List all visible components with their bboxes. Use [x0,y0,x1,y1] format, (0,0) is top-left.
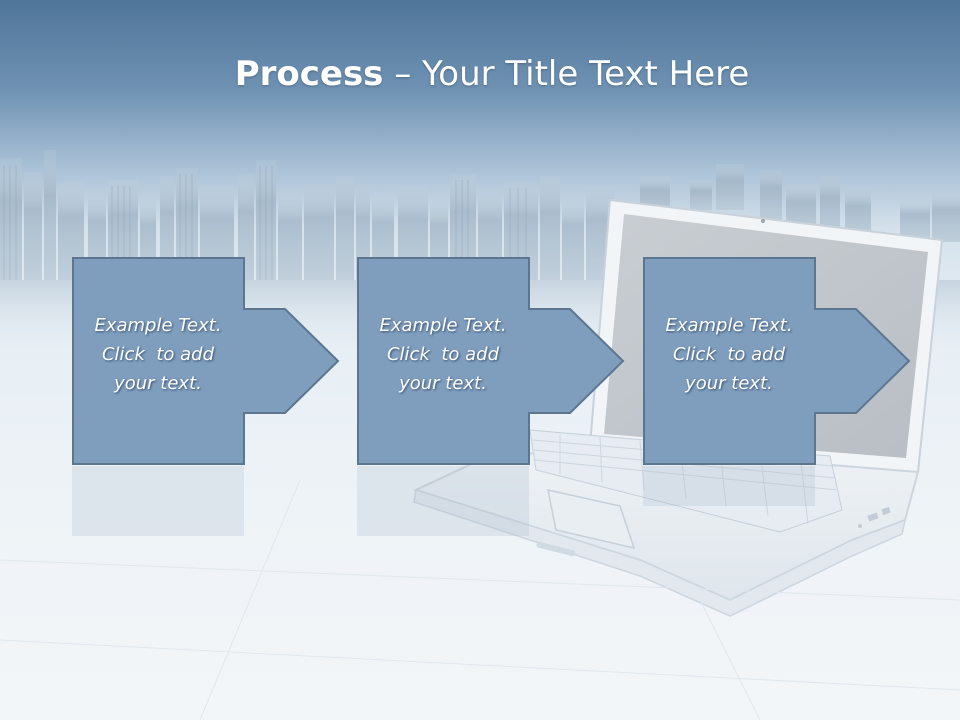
step-text: Example Text. Click to add your text. [643,311,815,398]
step-line-2: Click to add [101,344,214,365]
slide-title[interactable]: Process – Your Title Text Here [0,52,960,96]
step-text: Example Text. Click to add your text. [357,311,529,398]
step-line-2: Click to add [386,344,499,365]
title-rest: – Your Title Text Here [383,54,750,94]
step-text: Example Text. Click to add your text. [72,311,244,398]
arrow-box-shape [72,257,340,465]
step-line-3: your text. [685,373,773,394]
floor-lines [0,479,960,720]
step-line-2: Click to add [672,344,785,365]
step-line-3: your text. [399,373,487,394]
arrow-box-shape [643,257,911,465]
process-step-3[interactable]: Example Text. Click to add your text. [643,257,911,465]
step-line-1: Example Text. [665,315,793,336]
step-line-1: Example Text. [94,315,222,336]
title-bold: Process [234,54,384,94]
step-line-3: your text. [114,373,202,394]
process-step-1[interactable]: Example Text. Click to add your text. [72,257,340,465]
step-reflections [72,466,815,536]
process-step-2[interactable]: Example Text. Click to add your text. [357,257,625,465]
step-line-1: Example Text. [379,315,507,336]
arrow-box-shape [357,257,625,465]
